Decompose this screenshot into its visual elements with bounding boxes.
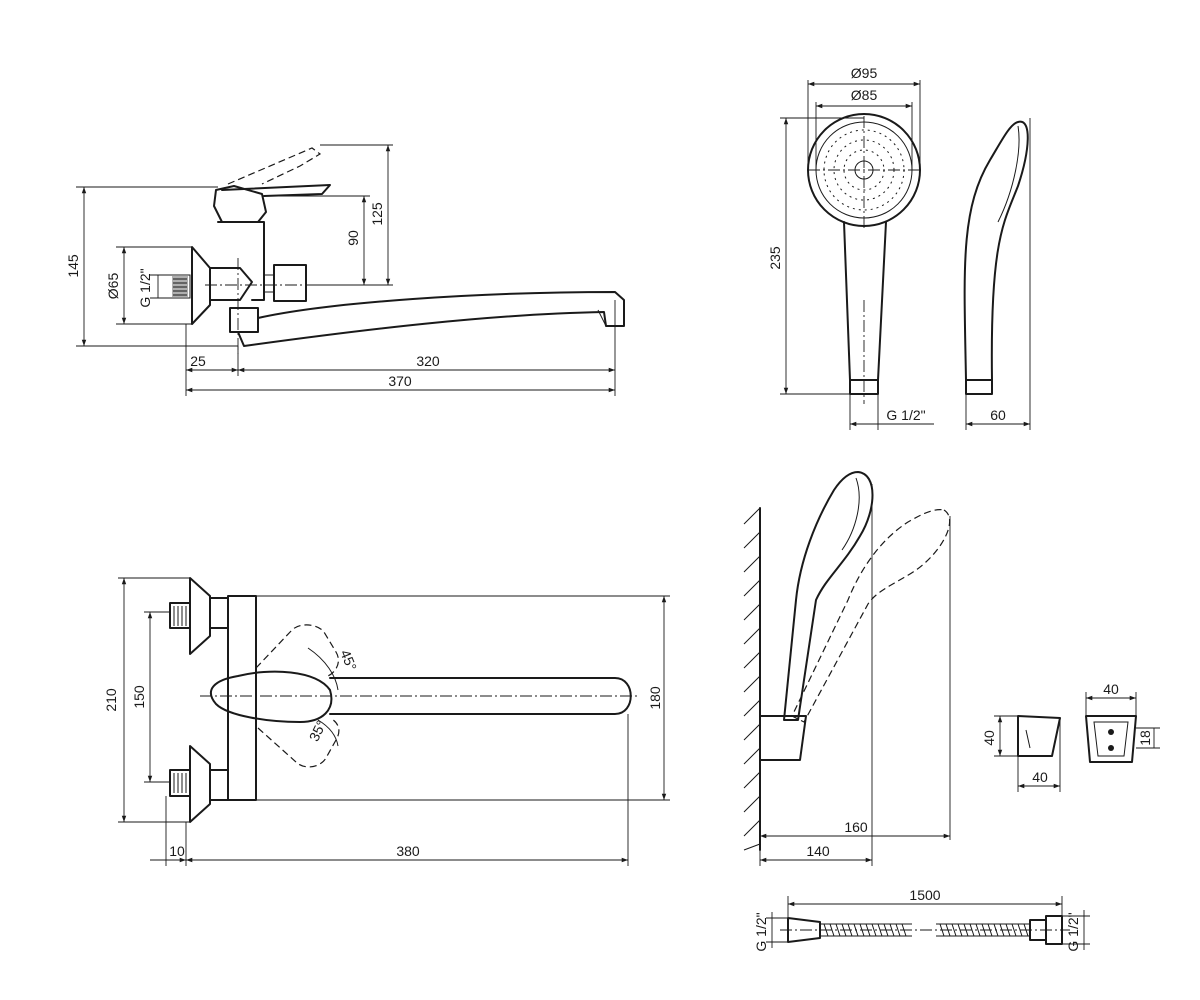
- dim-face-dia: Ø85: [851, 87, 878, 103]
- wall-hatching: [743, 507, 761, 851]
- dim-bracket-width: 40: [1032, 769, 1048, 785]
- bracket-front-view: 40 18: [1085, 681, 1160, 763]
- dim-bracket-top-width: 40: [1103, 681, 1119, 697]
- dim-thread: G 1/2": [137, 268, 153, 307]
- dim-depth: 60: [990, 407, 1006, 423]
- dim-total-height: 145: [65, 254, 81, 278]
- hand-shower-front-view: Ø95 Ø85 235 G 1/2": [767, 65, 934, 430]
- dim-head-outer-dia: Ø95: [851, 65, 878, 81]
- dim-bracket-depth: 18: [1137, 730, 1153, 746]
- dim-hose-length: 1500: [909, 887, 940, 903]
- dim-total-length: 370: [388, 373, 412, 389]
- dim-hose-thread-left: G 1/2": [753, 912, 769, 951]
- dim-body-height: 90: [345, 230, 361, 246]
- dim-length: 235: [767, 246, 783, 270]
- hose-view: 1500 G 1/2" G 1/2": [753, 887, 1090, 952]
- dim-length: 380: [396, 843, 420, 859]
- dim-bracket-height: 40: [981, 730, 997, 746]
- dim-angle-upper: 45°: [337, 647, 360, 673]
- dim-reach-upper: 160: [844, 819, 868, 835]
- dim-flange-dia: Ø65: [105, 273, 121, 300]
- dim-centers: 150: [131, 685, 147, 709]
- dim-hose-thread-right: G 1/2": [1065, 912, 1081, 951]
- hand-shower-side-view: 60: [963, 118, 1031, 430]
- bracket-side-view: 40 40: [981, 715, 1061, 792]
- dim-spout-reach: 320: [416, 353, 440, 369]
- dim-spout-span: 180: [647, 686, 663, 710]
- wall-holder-view: 160 140: [743, 471, 951, 866]
- faucet-top-view: 45° 35° 210 150 180 10 380: [103, 577, 670, 866]
- faucet-side-view: 145 125 90 Ø65 G 1/2" 25 320 370: [65, 144, 625, 396]
- dim-handle-height: 125: [369, 202, 385, 226]
- dim-thread: G 1/2": [886, 407, 925, 423]
- dim-wall-offset: 25: [190, 353, 206, 369]
- dim-offset: 10: [169, 843, 185, 859]
- dim-reach-lower: 140: [806, 843, 830, 859]
- dim-flange-span: 210: [103, 688, 119, 712]
